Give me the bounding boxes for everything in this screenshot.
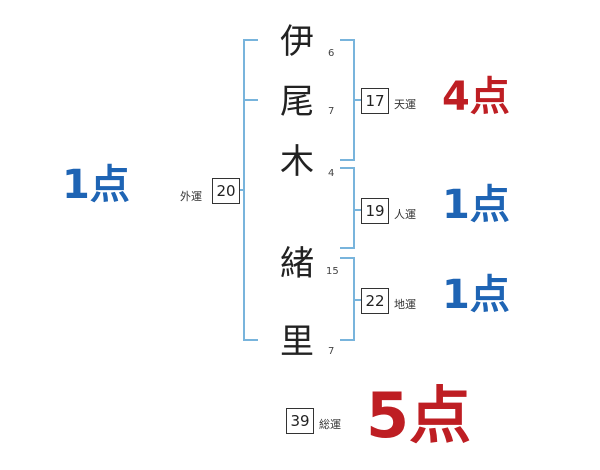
souun-label: 総運 xyxy=(319,418,341,431)
stroke-count-2: 7 xyxy=(328,106,335,117)
gaiun-score: 1点 xyxy=(62,162,130,208)
stroke-count-3: 4 xyxy=(328,168,335,179)
jinun-score: 1点 xyxy=(442,182,510,228)
name-char-5: 里 xyxy=(280,322,314,362)
jinun-value: 19 xyxy=(361,198,389,224)
name-char-3: 木 xyxy=(280,142,314,182)
stroke-count-4: 15 xyxy=(326,266,339,277)
name-char-4: 緒 xyxy=(280,244,314,284)
tenun-label: 天運 xyxy=(394,98,416,111)
chiun-score: 1点 xyxy=(442,272,510,318)
name-char-2: 尾 xyxy=(280,82,314,122)
gaiun-value: 20 xyxy=(212,178,240,204)
stroke-count-1: 6 xyxy=(328,48,335,59)
jinun-label: 人運 xyxy=(394,208,416,221)
tenun-value: 17 xyxy=(361,88,389,114)
outer-bracket xyxy=(243,39,258,341)
souun-value: 39 xyxy=(286,408,314,434)
souun-score: 5点 xyxy=(366,379,472,452)
tenun-bracket xyxy=(340,39,355,161)
jinun-bracket xyxy=(340,167,355,249)
tenun-score: 4点 xyxy=(442,74,510,120)
name-char-1: 伊 xyxy=(280,22,314,62)
chiun-label: 地運 xyxy=(394,298,416,311)
gaiun-label: 外運 xyxy=(180,190,202,203)
chiun-value: 22 xyxy=(361,288,389,314)
stroke-count-5: 7 xyxy=(328,346,335,357)
chiun-bracket xyxy=(340,257,355,341)
